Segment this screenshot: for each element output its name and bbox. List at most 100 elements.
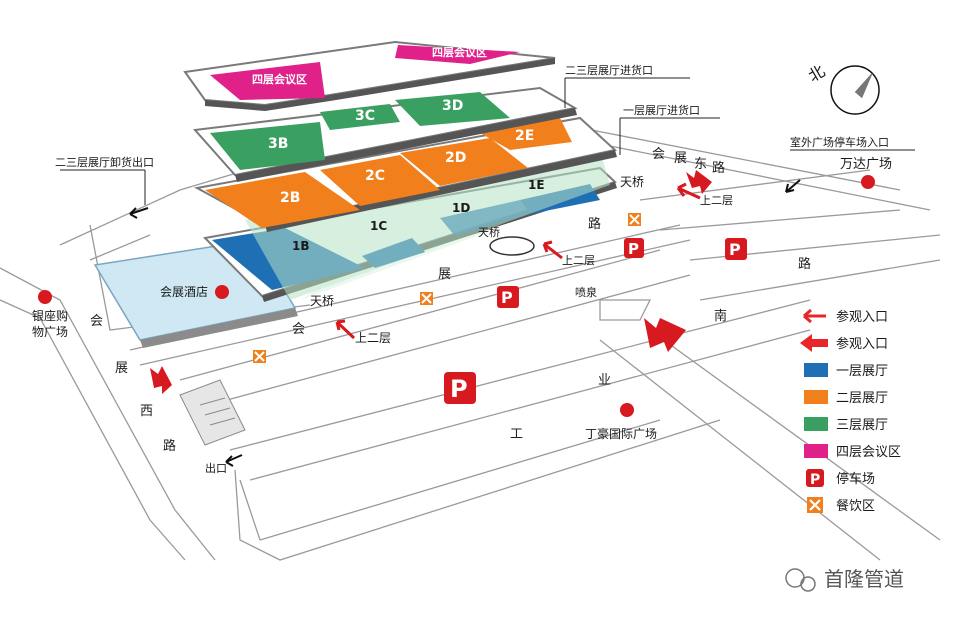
yinzuo-marker-icon <box>38 290 52 304</box>
upper2-label-2: 上二层 <box>562 254 595 267</box>
parking-icon[interactable]: P <box>725 238 747 260</box>
parking-icon[interactable]: P <box>497 286 519 308</box>
legend-item-visitor-entry-bold: 参观入口 <box>800 334 888 352</box>
legend-item-floor1-hall: 一层展厅 <box>804 363 888 379</box>
entry-bold-arrow-icon[interactable] <box>644 318 686 352</box>
hotel-label: 会展酒店 <box>160 285 208 299</box>
callout-outdoor-parking-entry: 室外广场停车场入口 <box>790 135 889 149</box>
dinghao-label: 丁豪国际广场 <box>585 426 657 441</box>
hall-1b-label: 1B <box>292 239 310 253</box>
skybridge-label-1: 天桥 <box>620 175 644 189</box>
road-east-char-2: 展 <box>674 151 687 166</box>
legend-item-dining: 餐饮区 <box>807 497 875 514</box>
legend-swatch-floor1-hall <box>804 363 828 377</box>
legend-label-floor1-hall: 一层展厅 <box>836 364 888 379</box>
road-lower-char-1: 会 <box>292 322 305 337</box>
hall-3b[interactable] <box>210 122 325 170</box>
dining-icon[interactable] <box>420 292 433 305</box>
road-south-char-2: 路 <box>798 256 811 272</box>
svg-text:P: P <box>810 472 820 488</box>
road-industry-char-1: 业 <box>598 373 611 388</box>
atrium-light-beam <box>245 150 610 300</box>
hall-3b-label: 3B <box>268 136 288 152</box>
road-east-char-1: 会 <box>652 147 665 162</box>
dining-icon[interactable] <box>628 213 641 226</box>
meeting-area-b-label: 四层会议区 <box>432 45 487 59</box>
wanda-marker-icon <box>861 175 875 189</box>
hall-2b[interactable] <box>205 172 360 228</box>
plaza-oval <box>489 236 535 256</box>
hall-2d-label: 2D <box>445 150 466 166</box>
entry-bold-arrow-icon[interactable] <box>150 366 172 394</box>
legend-swatch-visitor-entry-thin <box>803 308 826 324</box>
legend-swatch-parking: P <box>806 469 824 488</box>
exit-label: 出口 <box>205 461 227 475</box>
road-west-char-3: 西 <box>140 404 153 419</box>
dining-icon[interactable] <box>253 350 266 363</box>
hall-2d[interactable] <box>400 138 528 186</box>
entry-arrow-icon[interactable] <box>335 319 356 340</box>
hall-3c[interactable] <box>320 104 400 130</box>
road-industry-char-2: 工 <box>510 427 523 442</box>
watermark-text: 首隆管道 <box>824 567 904 591</box>
dinghao-marker-icon <box>620 403 634 417</box>
parking-icon[interactable]: P <box>444 372 476 404</box>
road-network <box>0 119 941 561</box>
visitor-entry-arrows <box>335 182 701 340</box>
parking-entry-arrow-icon <box>785 179 801 193</box>
meeting-area-b[interactable] <box>395 45 520 64</box>
entry-bold-arrow-icon[interactable] <box>686 170 712 194</box>
meeting-area-a[interactable] <box>210 62 325 100</box>
road-mid-char-2: 路 <box>588 216 601 232</box>
parking-icon[interactable]: P <box>624 238 644 258</box>
dining-markers <box>253 213 641 363</box>
road-south-char-1: 南 <box>714 308 727 324</box>
hotel-marker-icon <box>215 285 229 299</box>
svg-text:P: P <box>450 375 468 403</box>
legend-label-floor4-meeting: 四层会议区 <box>836 445 901 460</box>
callout-floor1-loading-in: 一层展厅进货口 <box>623 103 700 117</box>
road-east-char-3: 东 <box>694 157 707 172</box>
hall-2c[interactable] <box>320 155 440 206</box>
floor-3-hall <box>192 86 578 182</box>
legend-swatch-floor2-hall <box>804 390 828 404</box>
legend-item-visitor-entry-thin: 参观入口 <box>803 308 888 325</box>
legend-label-visitor-entry-bold: 参观入口 <box>836 336 888 352</box>
svg-text:P: P <box>628 240 639 258</box>
visitor-entry-bold-arrows <box>150 170 712 394</box>
callout-lines <box>60 77 915 205</box>
legend-swatch-dining <box>807 497 823 513</box>
callout-floor23-unloading-out: 二三层展厅卸货出口 <box>55 155 154 169</box>
parking-markers: P P P P <box>444 238 747 404</box>
callout-floor23-loading-in: 二三层展厅进货口 <box>565 63 653 77</box>
legend-swatch-floor3-hall <box>804 417 828 431</box>
svg-text:P: P <box>501 288 513 307</box>
watermark: 首隆管道 <box>785 567 904 592</box>
legend-item-floor3-hall: 三层展厅 <box>804 417 888 433</box>
legend-item-floor4-meeting: 四层会议区 <box>804 444 901 460</box>
hall-3c-label: 3C <box>355 108 375 124</box>
hall-2e-label: 2E <box>515 128 534 144</box>
road-mid-char-1: 展 <box>438 267 451 282</box>
road-west-char-4: 路 <box>163 438 176 454</box>
hall-2e[interactable] <box>475 118 572 150</box>
yinzuo-label-b: 物广场 <box>32 325 68 339</box>
legend-label-floor2-hall: 二层展厅 <box>836 391 888 406</box>
exit-arrow-icon <box>225 454 243 463</box>
hall-2c-label: 2C <box>365 168 385 184</box>
legend-item-floor2-hall: 二层展厅 <box>804 390 888 406</box>
hall-2b-label: 2B <box>280 190 300 206</box>
legend-swatch-visitor-entry-bold <box>800 334 828 352</box>
road-east-char-4: 路 <box>712 160 725 176</box>
hall-3d[interactable] <box>395 92 510 126</box>
legend-label-visitor-entry-thin: 参观入口 <box>836 309 888 325</box>
legend-label-dining: 餐饮区 <box>836 498 875 514</box>
entry-arrow-icon[interactable] <box>676 182 701 200</box>
wanda-label: 万达广场 <box>840 157 892 172</box>
hall-1c-label: 1C <box>370 219 387 233</box>
entry-arrow-icon[interactable] <box>542 240 563 260</box>
hall-3d-label: 3D <box>442 98 463 114</box>
